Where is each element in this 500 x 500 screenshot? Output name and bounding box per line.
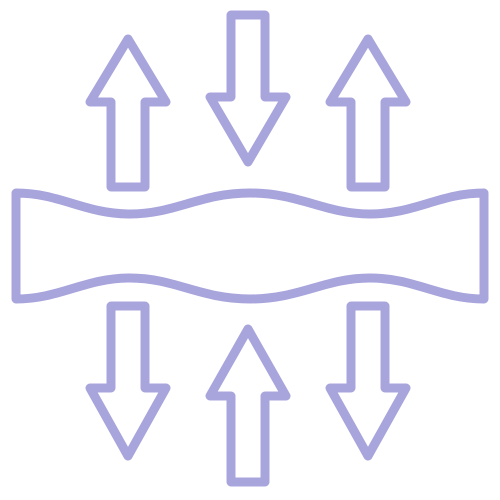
arrow-up-left-icon: [85, 34, 171, 192]
fabric-band-icon: [11, 188, 489, 304]
arrow-down-right-icon: [325, 301, 411, 461]
arrow-up-right-icon: [325, 34, 411, 192]
arrow-down-left-icon: [85, 301, 171, 461]
arrow-up-center-bottom-icon: [205, 324, 291, 487]
arrow-down-center-top-icon: [205, 10, 291, 167]
